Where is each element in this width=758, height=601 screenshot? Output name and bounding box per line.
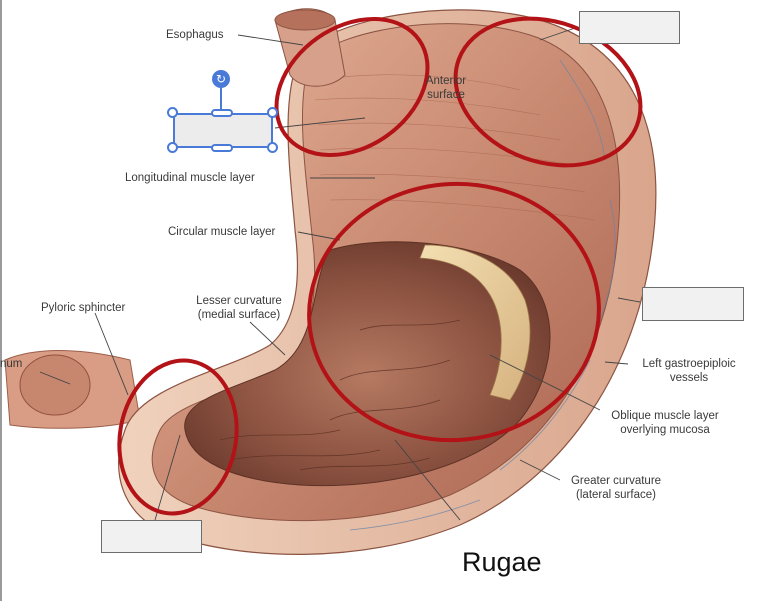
- highlight-esophagus: [274, 16, 430, 158]
- highlight-pylorus: [117, 358, 239, 516]
- highlight-fundus: [453, 16, 643, 168]
- label-greater-1: Greater curvature: [570, 475, 662, 487]
- window-edge: [0, 0, 2, 601]
- resize-handle-bottom[interactable]: [211, 144, 233, 152]
- label-oblique-2: overlying mucosa: [620, 424, 710, 436]
- leader-lines: [39, 26, 641, 521]
- muscle-fibres: [314, 74, 596, 221]
- label-longitudinal: Longitudinal muscle layer: [125, 172, 255, 184]
- label-pyloric: Pyloric sphincter: [41, 302, 126, 314]
- resize-handle-top-right[interactable]: [267, 107, 278, 118]
- label-esophagus: Esophagus: [166, 29, 224, 41]
- label-rugae: Rugae: [462, 547, 542, 577]
- rugae-folds: [219, 319, 461, 471]
- label-gastroepiploic-2: vessels: [669, 372, 709, 384]
- rotate-icon[interactable]: ↻: [212, 70, 230, 88]
- label-lesser-2: (medial surface): [197, 309, 281, 321]
- label-gastroepiploic-1: Left gastroepiploic: [642, 358, 736, 370]
- blank-label-box-body[interactable]: [642, 287, 744, 321]
- resize-handle-top[interactable]: [211, 109, 233, 117]
- esophagus-opening: [274, 9, 336, 31]
- label-surface: surface: [427, 89, 465, 101]
- label-oblique-1: Oblique muscle layer: [611, 410, 719, 422]
- resize-handle-top-left[interactable]: [167, 107, 178, 118]
- rotate-stem: [220, 88, 222, 113]
- blank-label-box-fundus[interactable]: [579, 11, 680, 44]
- resize-handle-bottom-right[interactable]: [267, 142, 278, 153]
- selected-label-box[interactable]: [173, 113, 273, 148]
- label-lesser-1: Lesser curvature: [196, 295, 282, 307]
- highlight-circles: [117, 16, 643, 516]
- label-anterior: Anterior: [425, 75, 467, 87]
- highlight-body: [307, 181, 601, 443]
- label-circular: Circular muscle layer: [168, 226, 276, 238]
- label-duodenum: num: [0, 358, 23, 370]
- resize-handle-bottom-left[interactable]: [167, 142, 178, 153]
- label-greater-2: (lateral surface): [576, 489, 656, 501]
- blood-vessels: [349, 59, 616, 531]
- duodenum-lumen: [19, 354, 91, 416]
- stomach-cavity: [184, 241, 551, 487]
- blank-label-box-pylorus[interactable]: [101, 520, 202, 553]
